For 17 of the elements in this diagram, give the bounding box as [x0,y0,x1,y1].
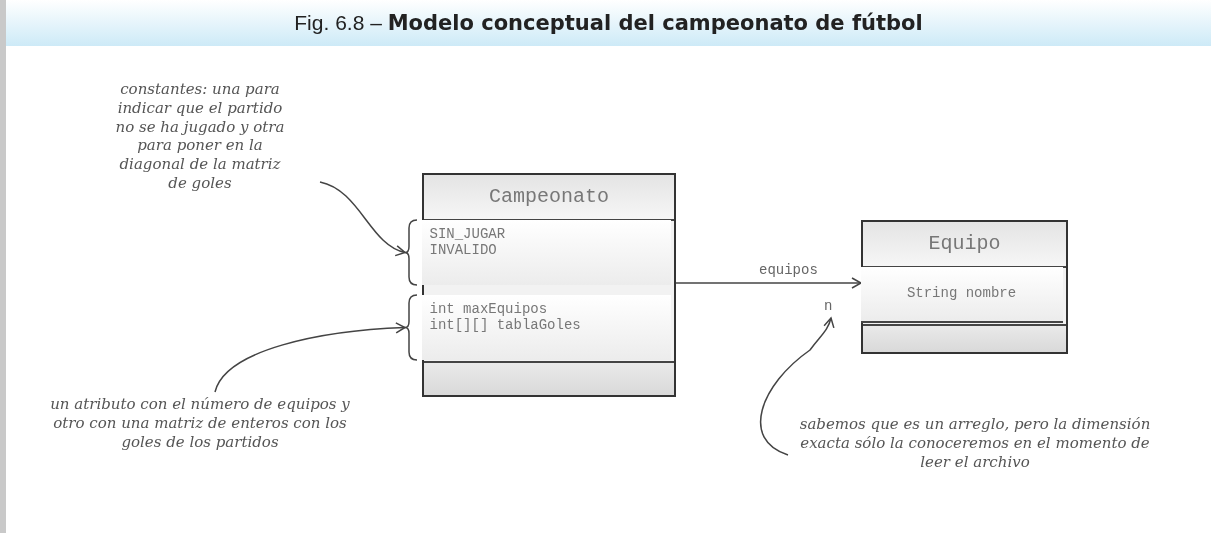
class-box [861,220,1068,354]
class-name: Equipo [863,222,1066,268]
association-arrow [675,277,862,289]
edge-label: equipos [759,262,818,278]
attribute-compartment: String nombre [860,266,1063,323]
annotation-text: un atributo con el número de equipos y otro con una matriz de enteros con los goles de los partidos [50,395,350,505]
multiplicity-label: n [824,298,838,316]
leader-line [759,317,835,456]
class-box [422,173,676,397]
class-name: Campeonato [424,175,674,221]
attribute-compartment: int maxEquipos int[][] tablaGoles [421,294,671,360]
annotation-text: constantes: una para indicar que el partido no se ha jugado y otra para poner en la diagonal de la matriz de goles [110,80,290,210]
annotation-text: sabemos que es un arreglo, pero la dimensión exacta sólo la conoceremos en el momento de leer el archivo [790,415,1160,495]
figure-title: Fig. 6.8 – Modelo conceptual del campeonato de fútbol [294,11,923,35]
leader-line [214,322,406,393]
leader-line [319,181,406,256]
attribute-compartment: SIN_JUGAR INVALIDO [421,219,671,285]
